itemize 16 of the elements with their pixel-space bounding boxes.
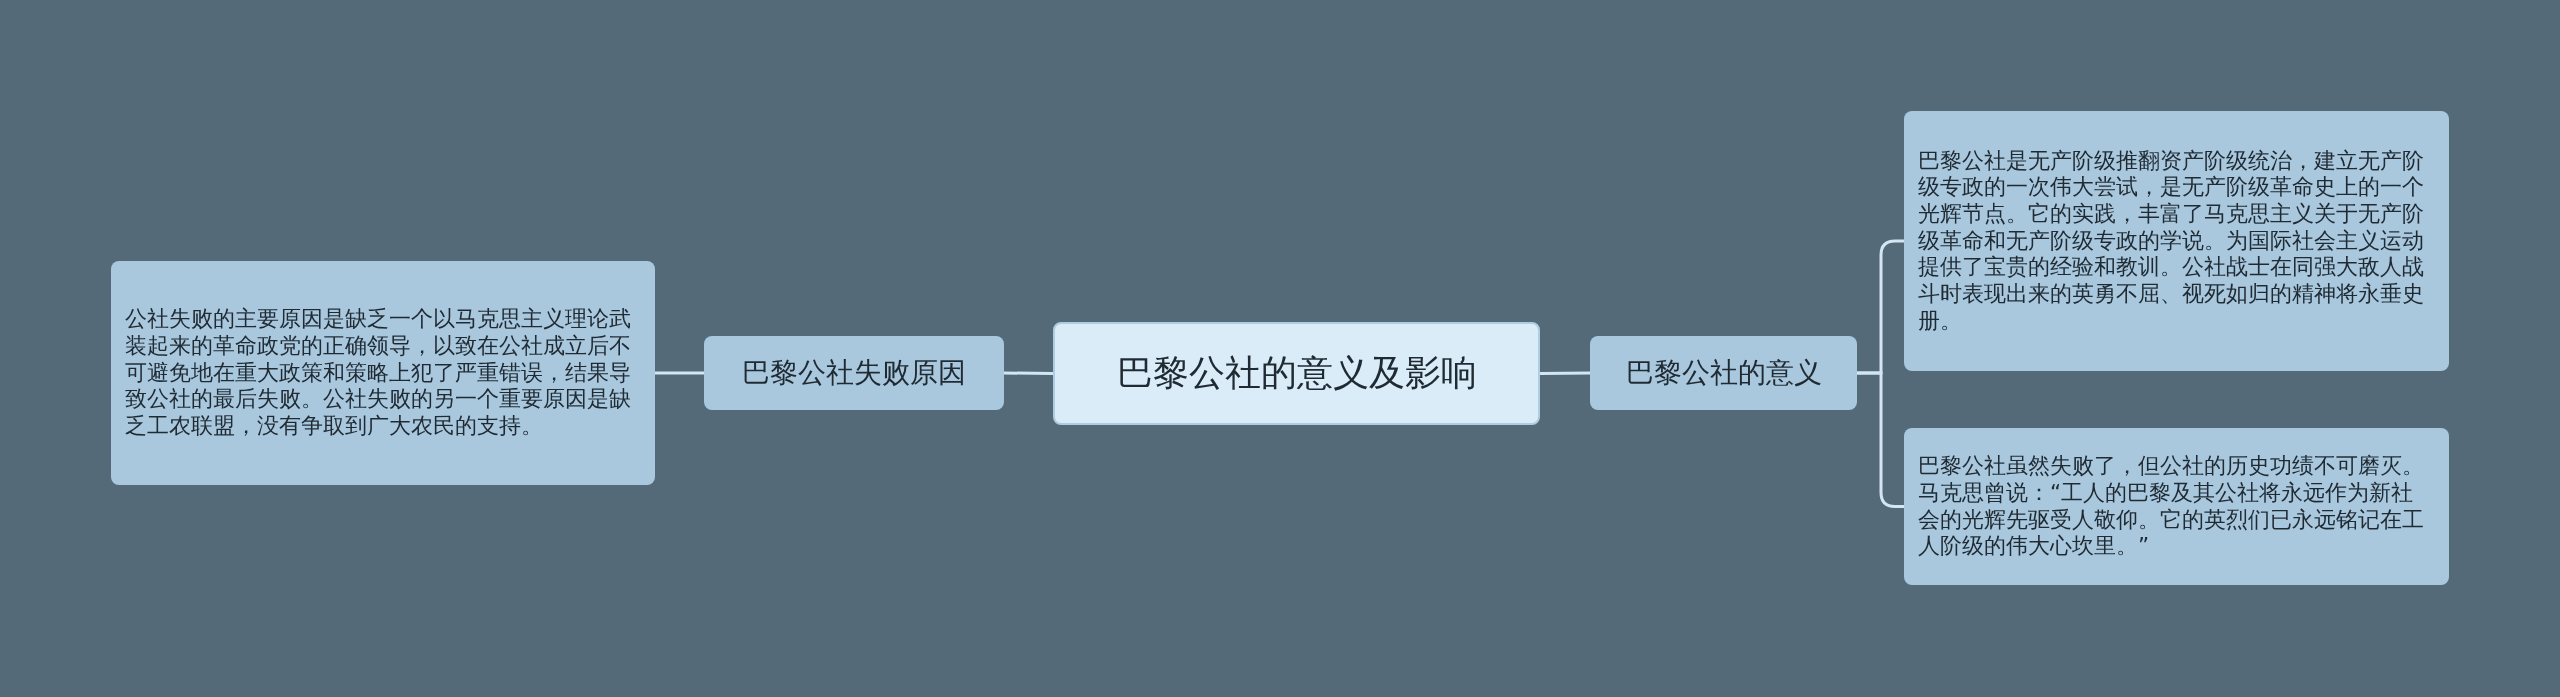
topic-label: 巴黎公社失败原因 [742, 355, 966, 391]
topic-label: 巴黎公社的意义及影响 [1116, 351, 1477, 395]
central-topic [1053, 322, 1540, 425]
paragraph: 公社失败的主要原因是缺乏一个以马克思主义理论武装起来的革命政党的正确领导，以致在公社成立后不可避免地在重大政策和策略上犯了严重错误，结果导致公社的最后失败。公社失败的另一个重要原因是缺乏工农联盟，没有争取到广大农民的支持。 [125, 306, 632, 440]
paragraph: 巴黎公社虽然失败了，但公社的历史功绩不可磨灭。马克思曾说：“工人的巴黎及其公社将永远作为新社会的光辉先驱受人敬仰。它的英烈们已永远铭记在工人阶级的伟大心坎里。” [1918, 453, 2425, 560]
connector-line [655, 371, 704, 375]
text-card [111, 261, 655, 485]
text-card [1904, 428, 2449, 585]
text-card [1904, 111, 2449, 371]
topic-label: 巴黎公社的意义 [1625, 355, 1822, 391]
topic-box [704, 336, 1004, 410]
paragraph: 巴黎公社是无产阶级推翻资产阶级统治，建立无产阶级专政的一次伟大尝试，是无产阶级革命史上的一个光辉节点。它的实践，丰富了马克思主义关于无产阶级革命和无产阶级专政的学说。为国际社会主义运动提供了宝贵的经验和教训。公社战士在同强大敌人战斗时表现出来的英勇不屈、视死如归的精神将永垂史册。 [1918, 147, 2425, 335]
topic-box [1590, 336, 1857, 410]
connector-line [1540, 371, 1590, 375]
connector-line [1857, 371, 1904, 508]
connector-line [1004, 371, 1053, 375]
